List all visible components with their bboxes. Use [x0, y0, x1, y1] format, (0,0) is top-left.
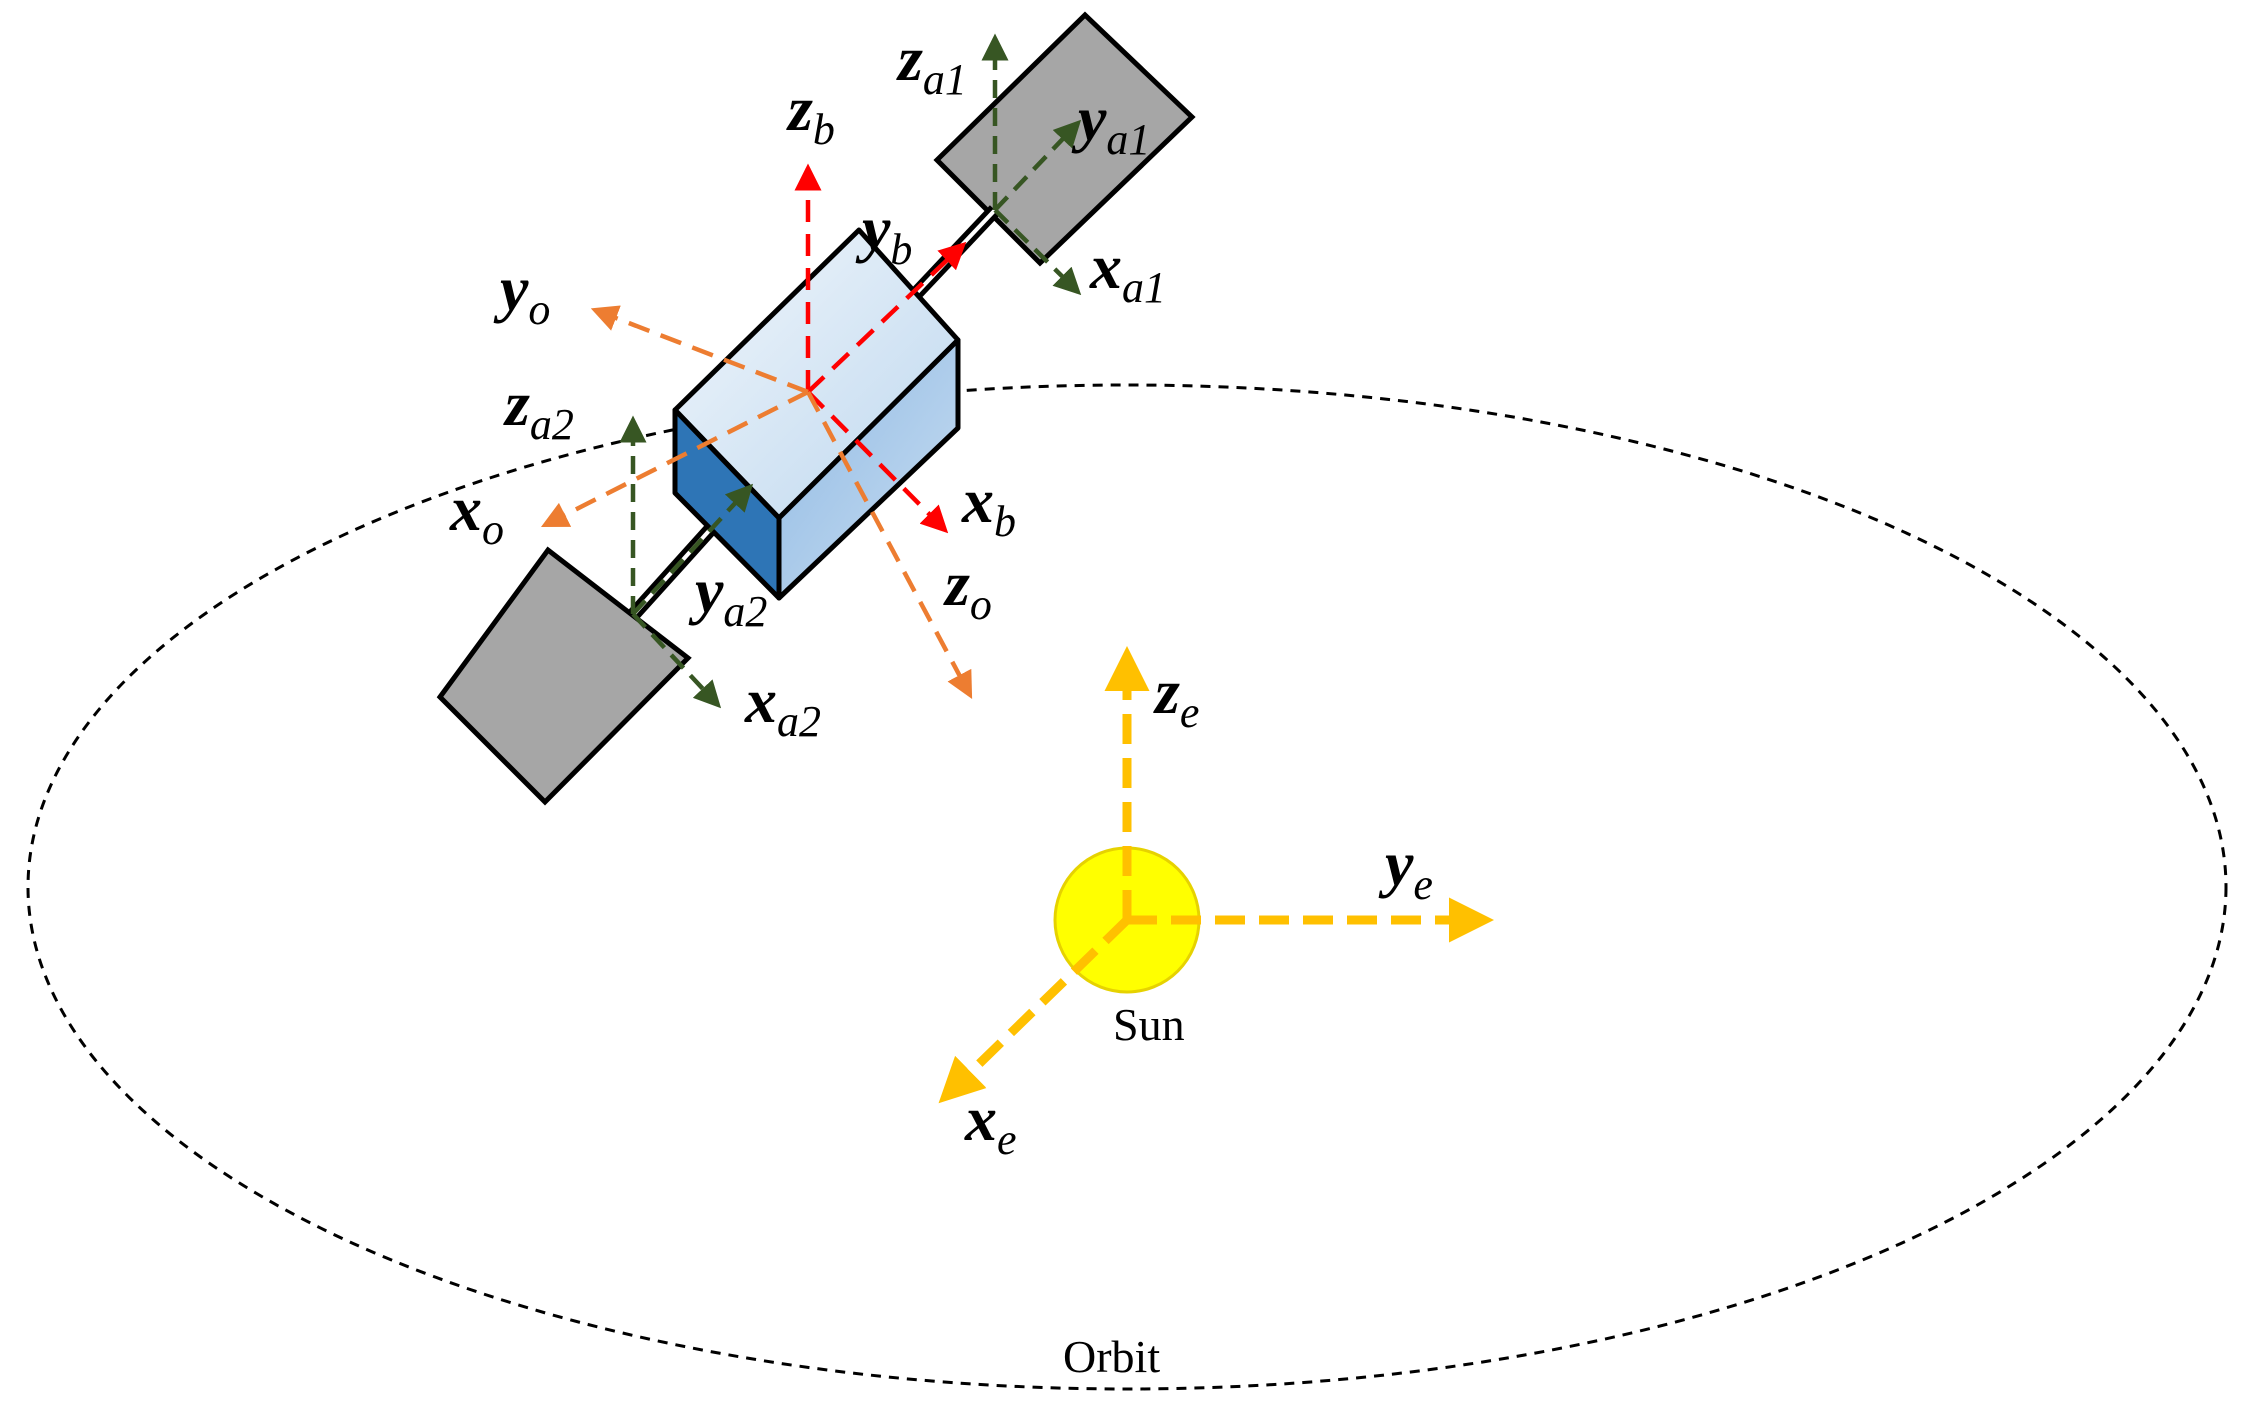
- yb-label: yb: [855, 193, 912, 274]
- zo-label: zo: [943, 548, 992, 629]
- ya1-axis-arrow: [993, 119, 1082, 212]
- ze-label: ze: [1153, 656, 1199, 737]
- xo-axis-arrow: [540, 389, 810, 528]
- ye-label: ye: [1378, 828, 1433, 909]
- xo-label: xo: [449, 473, 504, 554]
- body-frame-axes: [794, 163, 967, 534]
- za2-label: za2: [503, 368, 574, 449]
- za1-label: za1: [896, 23, 967, 104]
- xa2-label: xa2: [744, 665, 821, 746]
- yo-label: yo: [493, 253, 550, 334]
- cube-right-face: [776, 337, 961, 601]
- array2-frame-axes: [619, 415, 754, 709]
- yb-axis-arrow: [806, 241, 967, 394]
- xe-label: xe: [964, 1083, 1017, 1164]
- sun-label: Sun: [1113, 999, 1185, 1050]
- zo-axis-arrow: [806, 390, 973, 699]
- xa1-axis-arrow: [993, 208, 1082, 296]
- array1-frame-axes: [981, 33, 1082, 296]
- xa2-axis-arrow: [631, 612, 722, 709]
- sun-frame-axes: [938, 646, 1494, 1104]
- orbit-frame-axes: [540, 305, 973, 699]
- orbit-ellipse: [26, 383, 2228, 1391]
- xa1-label: xa1: [1089, 231, 1166, 312]
- yo-axis-arrow: [590, 305, 809, 395]
- solar-panel-2: [436, 546, 692, 806]
- xb-label: xb: [961, 465, 1016, 546]
- ya2-label: ya2: [688, 555, 767, 636]
- zb-label: zb: [786, 73, 835, 154]
- ya2-axis-arrow: [631, 483, 754, 616]
- orbit-label: Orbit: [1063, 1331, 1160, 1382]
- boom-1-highlight: [908, 208, 997, 302]
